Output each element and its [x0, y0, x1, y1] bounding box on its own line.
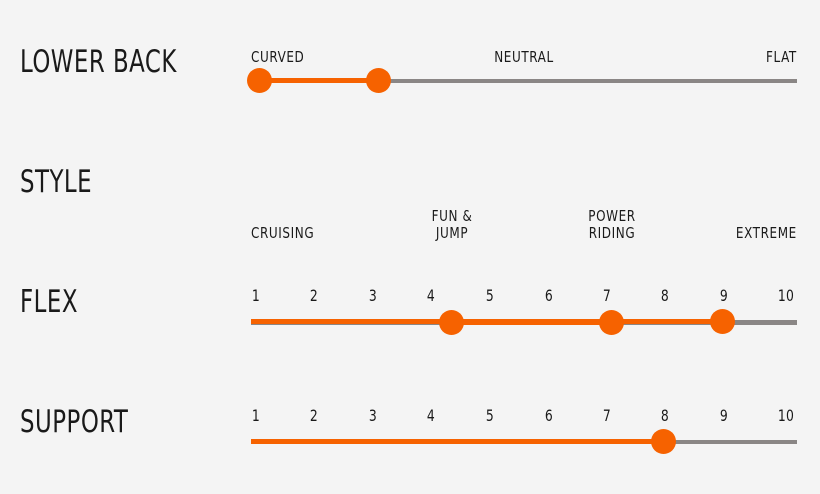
slider-track-fill [251, 439, 664, 444]
scale-caption: 5 [486, 407, 494, 424]
scale-caption: 10 [778, 407, 794, 424]
scale-caption: 8 [661, 407, 669, 424]
scale-caption: 7 [603, 287, 611, 304]
scale-caption: 9 [720, 287, 728, 304]
row-label-support: SUPPORT [20, 362, 235, 482]
slider-knob[interactable] [365, 68, 391, 93]
scale-caption-line: 3 [368, 406, 377, 425]
scale-caption-line: 9 [719, 286, 728, 305]
slider-track-lower-back[interactable] [246, 68, 797, 94]
scale-caption-line: 1 [251, 286, 260, 305]
scale-caption-line: 8 [661, 286, 670, 305]
scale-caption-line: FUN & [431, 207, 473, 225]
scale-caption-line: 4 [427, 286, 436, 305]
row-label-flex: FLEX [20, 242, 235, 362]
scale-caption: 6 [544, 287, 552, 304]
scale-caption-line: 7 [602, 286, 612, 305]
scale-caption: 1 [252, 287, 260, 304]
scale-caption-line: 10 [777, 286, 795, 305]
slider-support[interactable]: 1 2 3 4 5 6 7 8 9 10 [251, 362, 797, 482]
scale-caption-line: EXTREME [736, 224, 797, 242]
scale-caption: 8 [661, 287, 669, 304]
slider-track-base[interactable] [251, 79, 797, 83]
scale-caption: 7 [603, 407, 611, 424]
scale-caption: CURVED [251, 49, 304, 66]
scale-caption: CRUISING [251, 225, 314, 242]
scale-caption-line: 6 [544, 286, 553, 305]
scale-caption: 2 [310, 407, 318, 424]
scale-caption: 9 [720, 407, 728, 424]
scale-captions-support: 1 2 3 4 5 6 7 8 9 10 [251, 362, 797, 424]
slider-lower-back[interactable]: CURVED NEUTRAL FLAT [246, 2, 797, 122]
scale-caption: 5 [486, 287, 494, 304]
slider-flex[interactable]: 1 2 3 4 5 6 7 8 9 10 [251, 242, 797, 362]
slider-track-support[interactable] [251, 429, 797, 455]
row-label-style: STYLE [20, 122, 235, 242]
scale-caption: FLAT [766, 49, 797, 66]
scale-caption: FUN &JUMP [432, 208, 473, 242]
scale-caption: 3 [369, 287, 377, 304]
slider-knob[interactable] [650, 429, 676, 454]
scale-caption-line: 9 [719, 406, 728, 425]
scale-caption-line: 2 [310, 286, 319, 305]
scale-caption-line: JUMP [435, 224, 469, 242]
scale-caption: 4 [427, 407, 435, 424]
scale-caption-line: CURVED [251, 48, 305, 66]
scale-caption: EXTREME [736, 225, 797, 242]
scale-caption-line: 4 [427, 406, 436, 425]
scale-captions-flex: 1 2 3 4 5 6 7 8 9 10 [251, 242, 797, 304]
scale-caption: 6 [544, 407, 552, 424]
scale-caption: 3 [369, 407, 377, 424]
row-label-text: SUPPORT [20, 403, 129, 440]
spec-row-support: SUPPORT 1 2 3 4 5 6 7 8 9 10 [0, 362, 820, 482]
scale-caption-line: 1 [251, 406, 260, 425]
scale-captions-lower-back: CURVED NEUTRAL FLAT [251, 2, 797, 66]
scale-caption-line: 7 [602, 406, 612, 425]
spec-row-flex: FLEX 1 2 3 4 5 6 7 8 9 10 [0, 242, 820, 362]
slider-knob[interactable] [709, 309, 735, 334]
row-label-text: LOWER BACK [20, 43, 177, 80]
scale-caption-line: 5 [486, 406, 495, 425]
scale-caption-line: 3 [368, 286, 377, 305]
scale-caption: 2 [310, 287, 318, 304]
slider-track-flex[interactable] [251, 309, 797, 335]
scale-caption-line: 2 [310, 406, 319, 425]
row-label-text: STYLE [20, 163, 93, 200]
scale-caption: 1 [252, 407, 260, 424]
scale-caption-line: NEUTRAL [494, 48, 554, 66]
slider-track-fill [259, 78, 379, 83]
scale-caption-line: 5 [486, 286, 495, 305]
spec-row-lower-back: LOWER BACK CURVED NEUTRAL FLAT [0, 2, 820, 122]
scale-caption-line: 10 [777, 406, 795, 425]
slider-knob[interactable] [246, 68, 272, 93]
scale-caption-line: POWER [588, 207, 636, 225]
scale-caption: NEUTRAL [494, 49, 554, 66]
slider-track-fill [251, 319, 723, 324]
scale-caption-line: RIDING [588, 224, 636, 242]
scale-caption: 10 [778, 287, 794, 304]
scale-caption-line: FLAT [766, 48, 797, 66]
scale-caption: 4 [427, 287, 435, 304]
scale-caption-line: 8 [661, 406, 670, 425]
scale-caption-line: 6 [544, 406, 553, 425]
scale-caption-line: CRUISING [251, 224, 315, 242]
row-label-text: FLEX [20, 283, 78, 320]
row-label-lower-back: LOWER BACK [20, 2, 235, 122]
